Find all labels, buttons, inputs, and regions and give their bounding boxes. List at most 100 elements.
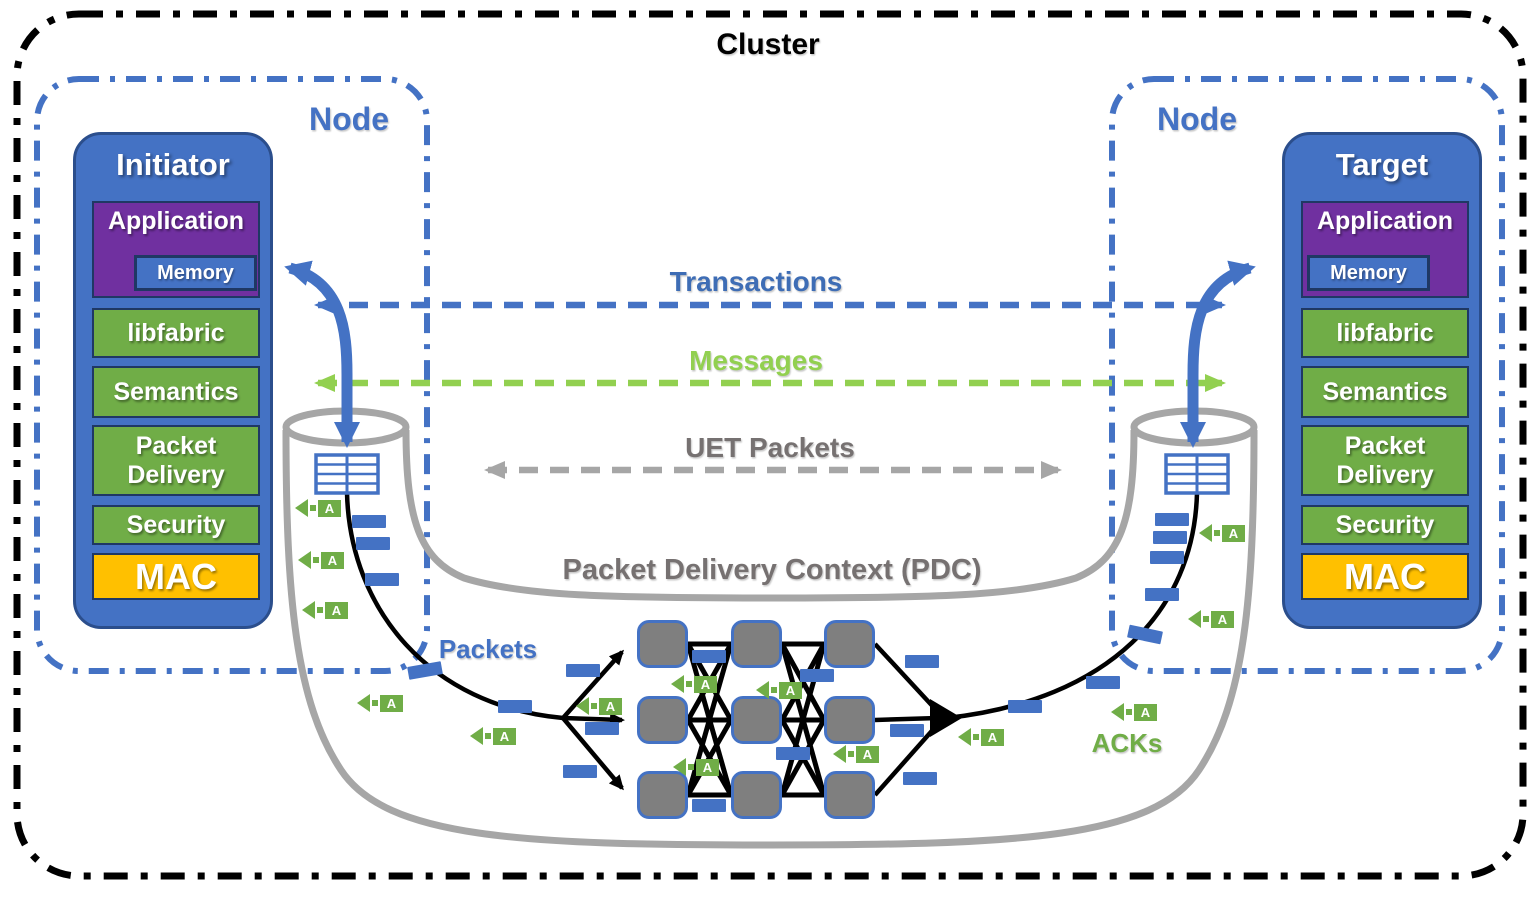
ack-arrow-icon [295, 499, 308, 517]
target-memory-queue-arrow [1180, 260, 1256, 448]
ack-letter: A [380, 694, 403, 712]
ack-icon: A [576, 697, 622, 715]
switch [731, 696, 782, 744]
node-border-right [1109, 76, 1505, 674]
switch [824, 620, 875, 668]
ack-arrow-tail [771, 687, 777, 693]
ack-arrow-icon [833, 745, 846, 763]
ack-letter: A [321, 551, 344, 569]
ack-letter: A [493, 727, 516, 745]
ack-arrow-tail [848, 751, 854, 757]
packet [1150, 551, 1184, 564]
switch [731, 771, 782, 819]
ack-icon: A [1199, 524, 1245, 542]
application-label: Application [1316, 207, 1454, 235]
initiator-packet-delivery-layer: Packet Delivery [92, 425, 260, 496]
switch [824, 696, 875, 744]
packet-path-right [946, 492, 1200, 721]
initiator-memory-queue-arrow [284, 260, 360, 448]
target-libfabric-layer: libfabric [1301, 308, 1469, 358]
fabric-fanout-arrows [561, 649, 625, 791]
ack-arrow-icon [671, 675, 684, 693]
packet [566, 664, 600, 677]
ack-icon: A [295, 499, 341, 517]
ack-letter: A [856, 745, 879, 763]
packet [585, 722, 619, 735]
ack-arrow-tail [973, 734, 979, 740]
pdc-tube-outer-wall [282, 429, 1258, 849]
node-label-right: Node [1157, 101, 1237, 137]
fabric-converge-arrowhead [930, 699, 962, 737]
ack-arrow-tail [1203, 616, 1209, 622]
switch [637, 620, 688, 668]
acks-label: ACKs [1091, 728, 1163, 758]
transactions-label: Transactions [669, 266, 843, 297]
ack-letter: A [599, 697, 622, 715]
switch [824, 771, 875, 819]
ack-arrow-tail [485, 733, 491, 739]
ack-icon: A [1111, 703, 1157, 721]
ack-letter: A [1134, 703, 1157, 721]
ack-arrow-tail [372, 700, 378, 706]
ack-arrow-icon [958, 728, 971, 746]
initiator-mac-layer: MAC [92, 553, 260, 600]
messages-label: Messages [689, 345, 823, 376]
ack-arrow-tail [688, 764, 694, 770]
ack-arrow-tail [313, 557, 319, 563]
target-title: Target [1335, 147, 1429, 182]
ack-arrow-tail [591, 703, 597, 709]
ack-icon: A [671, 675, 717, 693]
ack-icon: A [302, 601, 348, 619]
ack-letter: A [779, 681, 802, 699]
fabric-mesh-stage2 [779, 641, 827, 798]
packet [365, 573, 399, 586]
target-security-layer: Security [1301, 505, 1469, 545]
ack-arrow-tail [686, 681, 692, 687]
packet [352, 515, 386, 528]
ack-arrow-tail [1214, 530, 1220, 536]
packet [905, 655, 939, 668]
switch [637, 771, 688, 819]
ack-arrow-icon [302, 601, 315, 619]
ack-arrow-icon [1199, 524, 1212, 542]
packet [1155, 513, 1189, 526]
ack-letter: A [981, 728, 1004, 746]
ack-letter: A [1222, 524, 1245, 542]
target-application-layer: Application Memory [1301, 201, 1469, 298]
uet-packets-label: UET Packets [685, 432, 855, 463]
packet [1086, 676, 1120, 689]
ack-arrow-icon [1111, 703, 1124, 721]
ack-icon: A [1188, 610, 1234, 628]
initiator-stack: Initiator Application Memory libfabric S… [73, 132, 273, 629]
packet [1153, 531, 1187, 544]
fabric-converge-lines [873, 642, 940, 797]
ack-arrow-icon [673, 758, 686, 776]
ack-arrow-icon [576, 697, 589, 715]
ack-icon: A [958, 728, 1004, 746]
ack-icon: A [357, 694, 403, 712]
pdc-label: Packet Delivery Context (PDC) [562, 554, 982, 586]
ack-icon: A [298, 551, 344, 569]
target-mac-layer: MAC [1301, 553, 1469, 600]
initiator-memory-box: Memory [134, 255, 257, 291]
packet [692, 799, 726, 812]
packet [1145, 588, 1179, 601]
ack-letter: A [325, 601, 348, 619]
target-stack: Target Application Memory libfabric Sema… [1282, 132, 1482, 629]
ack-icon: A [756, 681, 802, 699]
ack-icon: A [833, 745, 879, 763]
ack-icon: A [673, 758, 719, 776]
target-memory-box: Memory [1307, 255, 1430, 291]
initiator-security-layer: Security [92, 505, 260, 545]
ack-arrow-icon [1188, 610, 1201, 628]
application-label: Application [107, 207, 245, 235]
packet [563, 765, 597, 778]
ack-arrow-icon [756, 681, 769, 699]
packet [800, 669, 834, 682]
pdc-tube-inner-wall [402, 429, 1138, 602]
packet [776, 747, 810, 760]
initiator-semantics-layer: Semantics [92, 366, 260, 418]
cluster-border [13, 10, 1527, 880]
ack-letter: A [696, 758, 719, 776]
